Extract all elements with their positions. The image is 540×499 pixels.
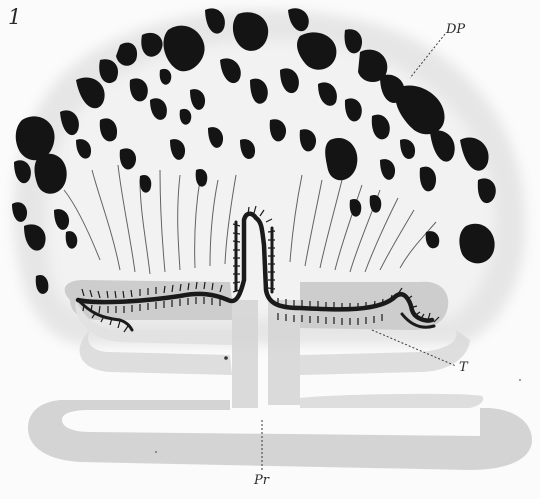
proliferative-band — [28, 394, 532, 470]
label-dp: DP — [446, 22, 465, 37]
label-t: T — [459, 360, 468, 375]
label-pr: Pr — [254, 473, 269, 488]
figure-number: 1 — [8, 5, 21, 29]
